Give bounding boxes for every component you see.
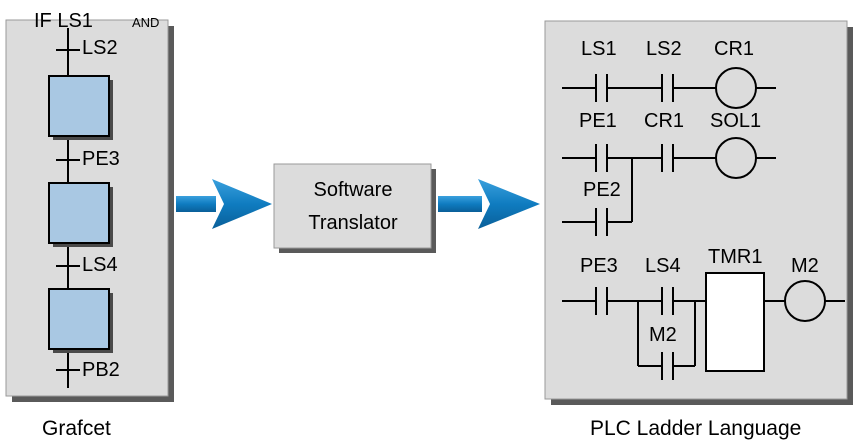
software-translator-box — [273, 163, 436, 253]
rung-1-coil-label: CR1 — [714, 38, 754, 60]
translator-line-1: Software — [314, 179, 393, 201]
rung-2 — [562, 137, 776, 236]
rung-2-branch-label: PE2 — [583, 179, 621, 201]
rung-1-contact-2-label: LS2 — [646, 38, 682, 60]
transition-1-label: IF LS1 — [34, 10, 93, 32]
rung-3-branch-label: M2 — [649, 324, 677, 346]
ladder-panel — [544, 20, 853, 405]
grafcet-step-1 — [48, 75, 113, 140]
arrow-to-ladder — [438, 179, 540, 229]
rung-3-contact-2-label: LS4 — [645, 255, 681, 277]
rung-2-contact-2-label: CR1 — [644, 110, 684, 132]
transition-1-and-label: AND — [132, 15, 159, 30]
grafcet-step-3 — [48, 288, 113, 353]
grafcet-caption: Grafcet — [42, 417, 111, 440]
transition-3-label: LS4 — [82, 254, 118, 276]
rung-2-contact-1-label: PE1 — [579, 110, 617, 132]
transition-2-label: PE3 — [82, 148, 120, 170]
arrow-to-translator — [176, 179, 272, 229]
rung-3-coil-label: M2 — [791, 255, 819, 277]
rung-2-coil-label: SOL1 — [710, 110, 761, 132]
rung-3-contact-1-label: PE3 — [580, 255, 618, 277]
rung-3 — [562, 272, 845, 380]
translator-line-2: Translator — [308, 212, 398, 234]
transition-4-label: PB2 — [82, 359, 120, 381]
rung-1 — [562, 67, 776, 109]
transition-1-second-label: LS2 — [82, 37, 118, 59]
ladder-caption: PLC Ladder Language — [590, 417, 801, 440]
grafcet-step-2 — [48, 182, 113, 247]
timer-block-tmr1 — [705, 272, 765, 372]
rung-1-contact-1-label: LS1 — [581, 38, 617, 60]
rung-3-timer-label: TMR1 — [708, 246, 762, 268]
